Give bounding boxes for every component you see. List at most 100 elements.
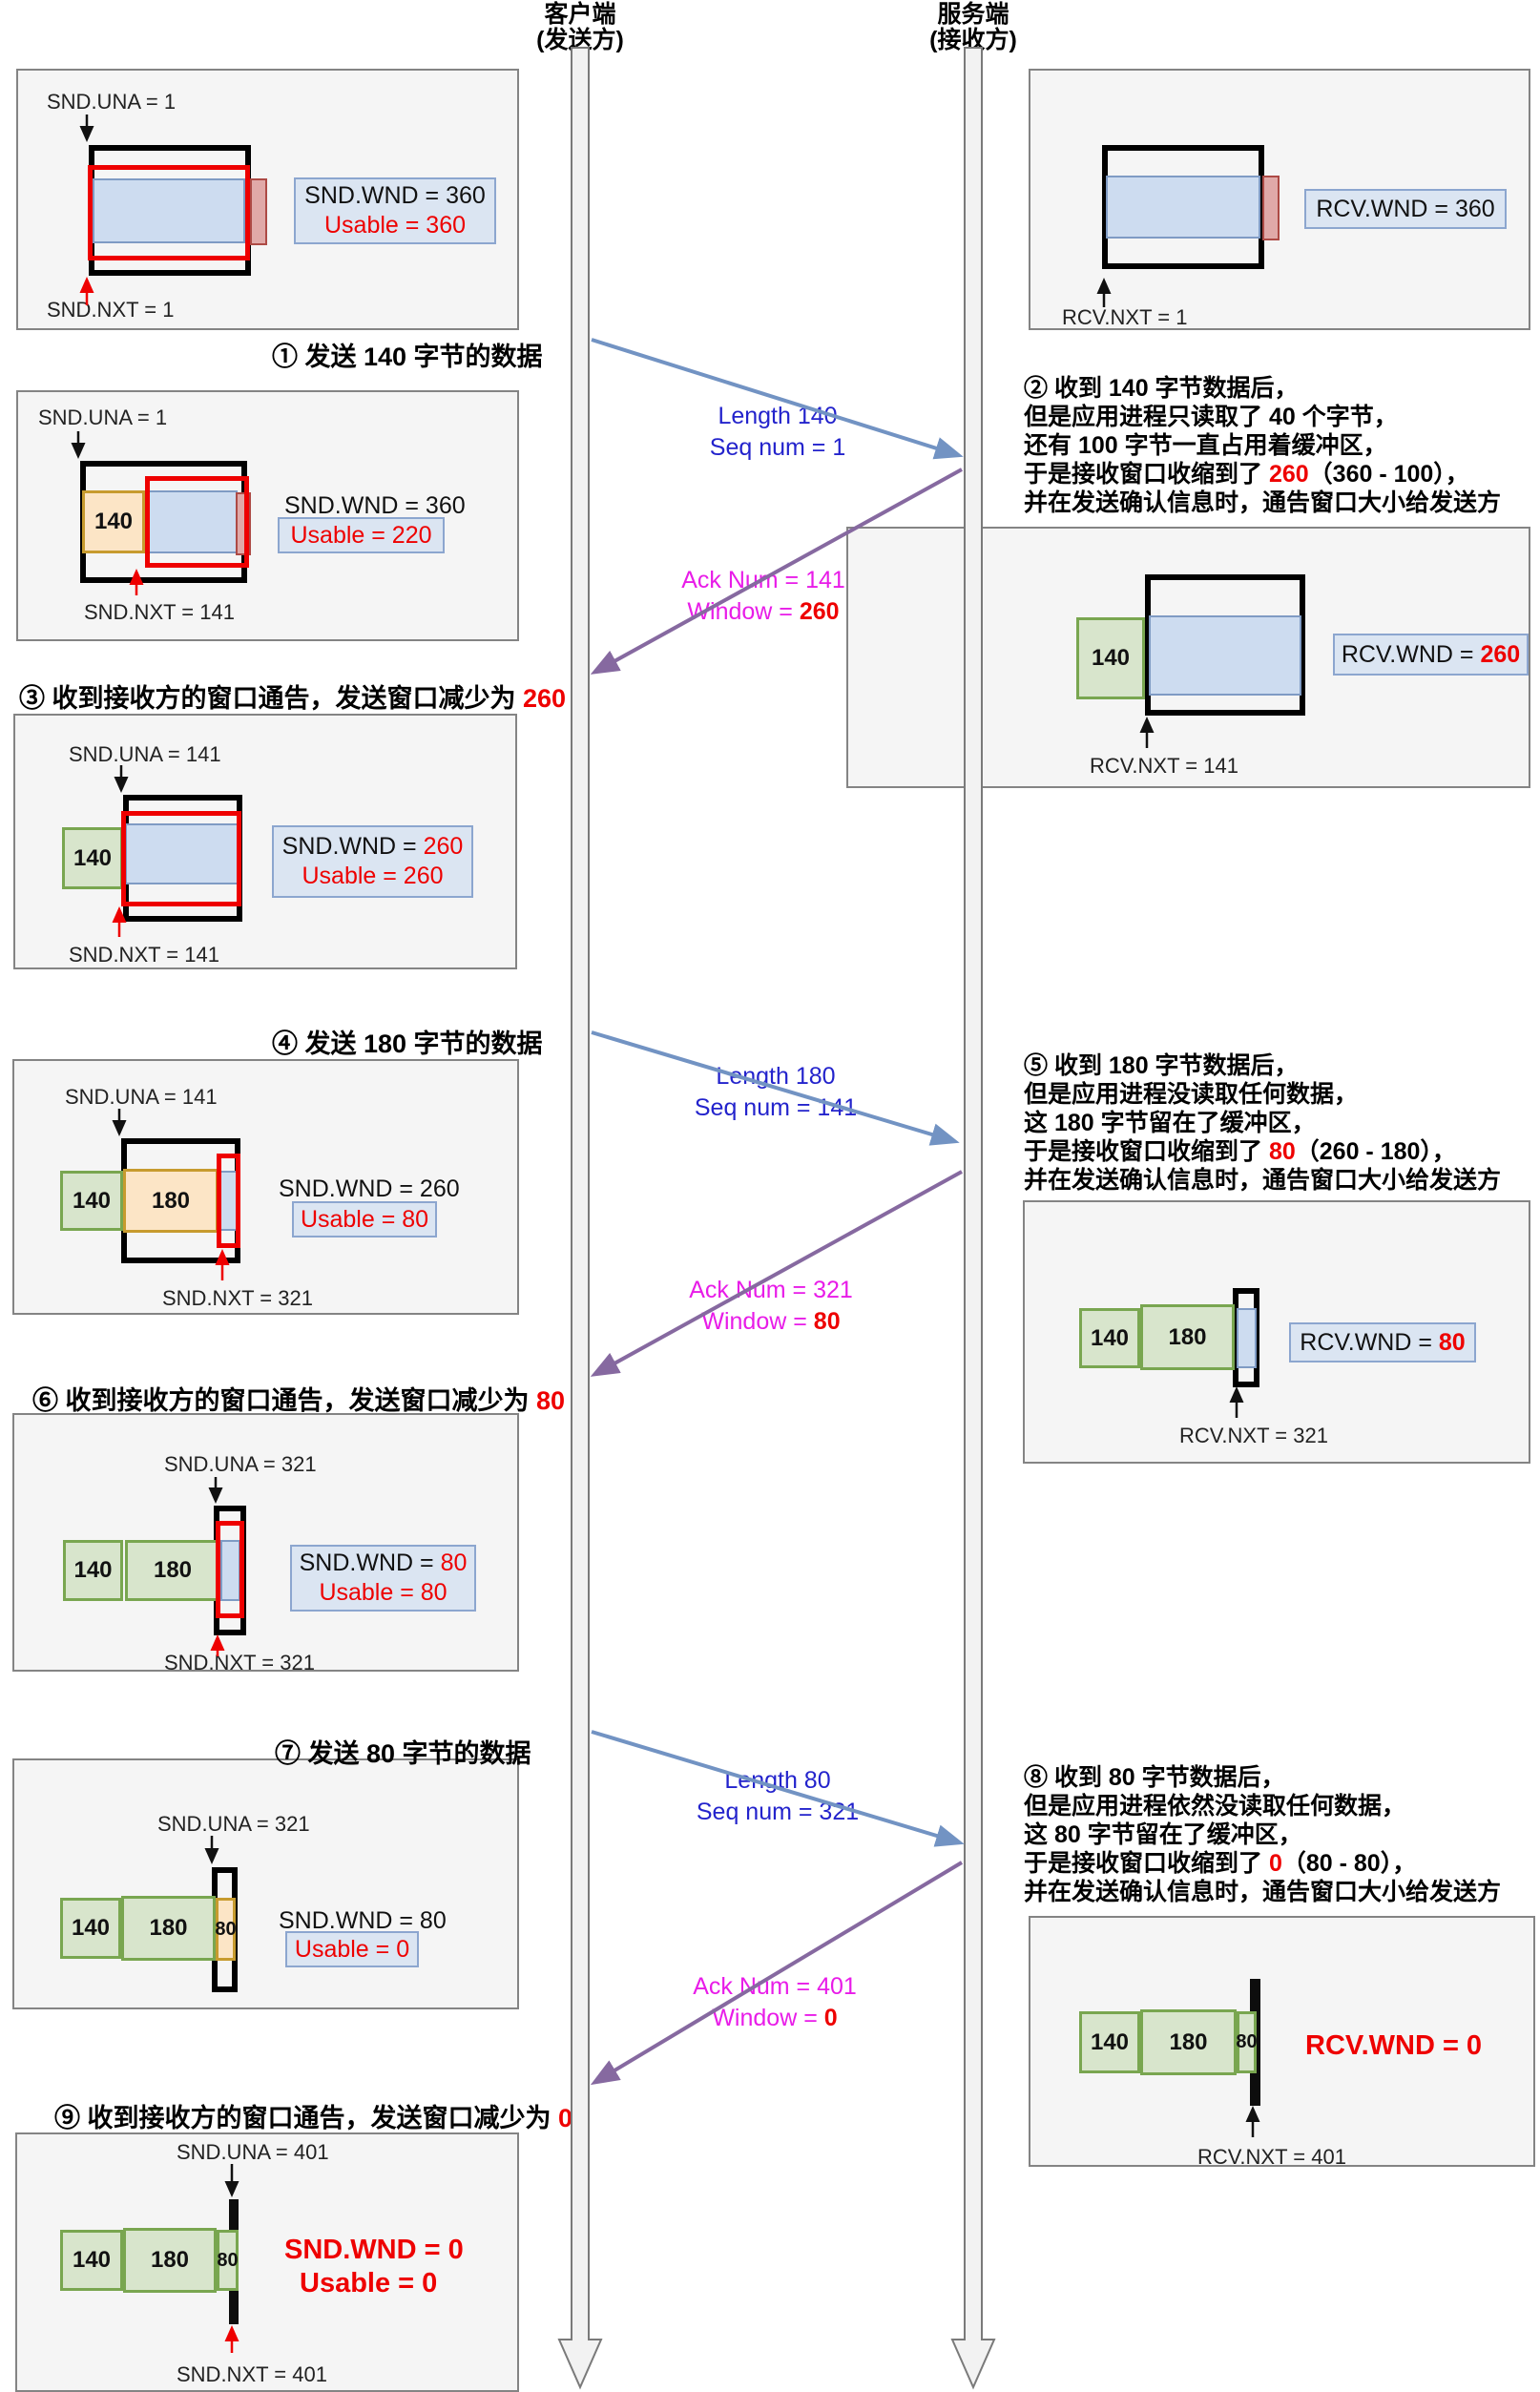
ack2-num: Ack Num = 321 — [689, 1277, 853, 1303]
ack2-window: Window = 80 — [689, 1306, 853, 1338]
usable-window-red — [217, 1154, 240, 1248]
snd-una-label: SND.UNA = 321 — [164, 1452, 317, 1476]
step1-title: ① 发送 140 字节的数据 — [272, 343, 543, 371]
client-state-box-2: SND.UNA = 1 140 SND.WND = 360 Usable = 2… — [16, 390, 519, 641]
step2-line4-value: 260 — [1268, 461, 1309, 488]
usable-label-box: Usable = 80 — [292, 1201, 437, 1238]
block-value: 180 — [1169, 2028, 1208, 2055]
buffer-block — [125, 823, 240, 884]
step5-line5: 并在发送确认信息时，通告窗口大小给发送方 — [1024, 1167, 1502, 1194]
wnd-label-box: RCV.WND = 80 — [1289, 1322, 1476, 1362]
wnd-label-box: RCV.WND = 260 — [1333, 634, 1529, 676]
step2-note: ② 收到 140 字节数据后， 但是应用进程只读取了 40 个字节， 还有 10… — [1024, 374, 1501, 517]
sent-block-180: 180 — [123, 1169, 219, 1233]
block-value: 140 — [71, 1915, 111, 1941]
client-state-box-5: SND.UNA = 321 140 180 SND.WND = 80 Usabl… — [12, 1413, 519, 1674]
msg2-seq: Seq num = 141 — [694, 1094, 858, 1121]
recv-block-140: 140 — [1079, 2011, 1140, 2073]
block-value: 140 — [1090, 2028, 1130, 2055]
rcv-wnd-value: RCV.WND = 80 — [1300, 1328, 1465, 1358]
server-state-box-3: 140 180 RCV.WND = 80 RCV.NXT = 321 — [1023, 1200, 1530, 1464]
step8-line4-rest: （80 - 80）， — [1281, 1850, 1417, 1877]
rcv-wnd-value: RCV.WND = 360 — [1316, 195, 1495, 222]
client-header: 客户端 (发送方) — [536, 2, 624, 53]
rcv-nxt-label: RCV.NXT = 321 — [1179, 1424, 1328, 1447]
snd-nxt-label: SND.NXT = 321 — [162, 1286, 313, 1310]
block-value: 140 — [73, 1557, 113, 1583]
step4-title: ④ 发送 180 字节的数据 — [272, 1030, 543, 1058]
usable-value: Usable = 220 — [290, 521, 432, 549]
step5-line3: 这 180 字节留在了缓冲区， — [1024, 1110, 1316, 1136]
block-value: 140 — [72, 1187, 112, 1214]
step2-line3: 还有 100 字节一直占用着缓冲区， — [1024, 432, 1387, 459]
snd-una-label: SND.UNA = 321 — [157, 1812, 310, 1836]
rcv-nxt-label: RCV.NXT = 141 — [1090, 754, 1238, 778]
server-header-title: 服务端 — [937, 1, 1009, 28]
ack2-window-value: 80 — [813, 1308, 841, 1335]
step8-line4: 于是接收窗口收缩到了 0（80 - 80）， — [1024, 1849, 1501, 1878]
acked-block-140: 140 — [60, 2230, 123, 2291]
ack3-label: Ack Num = 401 Window = 0 — [693, 1971, 857, 2034]
step9-title: ⑨ 收到接收方的窗口通告，发送窗口减少为 0 — [54, 2097, 572, 2134]
block-value: 140 — [1091, 645, 1131, 671]
buffer-block — [93, 178, 245, 243]
step3-text: ③ 收到接收方的窗口通告，发送窗口减少为 — [19, 684, 524, 713]
step8-line4-text: 于是接收窗口收缩到了 — [1024, 1850, 1269, 1877]
client-header-title: 客户端 — [544, 1, 616, 28]
recv-block-140: 140 — [1076, 617, 1145, 699]
client-state-box-4: SND.UNA = 141 140 180 SND.WND = 260 Usab… — [12, 1059, 519, 1315]
snd-nxt-label: SND.NXT = 141 — [69, 943, 219, 967]
usable-value: Usable = 360 — [323, 212, 467, 239]
ack2-window-prefix: Window = — [701, 1308, 814, 1335]
msg1-length: Length 140 — [718, 403, 838, 429]
usable-window-red — [121, 811, 241, 906]
usable-value: Usable = 80 — [300, 1205, 429, 1233]
edge-block — [1262, 176, 1280, 240]
snd-wnd-value: SND.WND = 260 — [279, 1175, 460, 1202]
ack3-window: Window = 0 — [693, 2003, 857, 2034]
acked-block-180: 180 — [123, 2228, 217, 2293]
rcv-wnd-number: 80 — [1438, 1328, 1466, 1356]
step5-line4-rest: （260 - 180）， — [1295, 1138, 1456, 1165]
msg1-label: Length 140 Seq num = 1 — [710, 401, 845, 464]
msg3-label: Length 80 Seq num = 321 — [697, 1765, 859, 1828]
step8-line4-value: 0 — [1268, 1850, 1282, 1877]
ack3-num: Ack Num = 401 — [693, 1973, 857, 2000]
server-state-box-2: 140 RCV.WND = 260 RCV.NXT = 141 — [846, 527, 1530, 788]
buffer-block — [1106, 176, 1260, 239]
usable-window-red — [216, 1521, 244, 1618]
block-value: 180 — [149, 1915, 188, 1941]
buffer-block — [1149, 615, 1301, 696]
edge-block — [250, 178, 267, 245]
usable-value: Usable = 0 — [300, 2268, 438, 2298]
block-value: 140 — [72, 2247, 112, 2273]
step5-note: ⑤ 收到 180 字节数据后， 但是应用进程没读取任何数据， 这 180 字节留… — [1024, 1051, 1501, 1195]
step6-text: ⑥ 收到接收方的窗口通告，发送窗口减少为 — [32, 1386, 537, 1415]
ack3-window-value: 0 — [823, 2005, 838, 2031]
step8-line2: 但是应用进程依然没读取任何数据， — [1024, 1793, 1406, 1820]
msg3-length: Length 80 — [724, 1767, 831, 1794]
usable-value: Usable = 80 — [319, 1579, 447, 1606]
snd-wnd-value: SND.WND = 80 — [300, 1549, 468, 1578]
recv-window-black — [1102, 145, 1264, 269]
block-value: 80 — [215, 1918, 237, 1940]
usable-window-red — [145, 476, 249, 568]
block-value: 140 — [94, 509, 134, 534]
msg2-label: Length 180 Seq num = 141 — [695, 1061, 857, 1124]
rcv-wnd-prefix: RCV.WND = — [1341, 640, 1481, 668]
wnd-label-box: RCV.WND = 360 — [1304, 189, 1507, 229]
wnd-label-box: SND.WND = 80 Usable = 80 — [290, 1545, 476, 1612]
ack2-label: Ack Num = 321 Window = 80 — [689, 1275, 853, 1338]
ack1-label: Ack Num = 141 Window = 260 — [681, 565, 845, 628]
step5-line4: 于是接收窗口收缩到了 80（260 - 180）， — [1024, 1137, 1501, 1166]
usable-value: Usable = 260 — [302, 863, 444, 889]
block-value: 140 — [73, 844, 113, 871]
step5-line4-value: 80 — [1268, 1138, 1296, 1165]
rcv-wnd-value: RCV.WND = 260 — [1342, 640, 1520, 670]
step8-line1: ⑧ 收到 80 字节数据后， — [1024, 1764, 1285, 1791]
acked-block-180: 180 — [125, 1540, 220, 1601]
recv-block-180: 180 — [1140, 2009, 1237, 2075]
step2-line2: 但是应用进程只读取了 40 个字节， — [1024, 404, 1398, 430]
server-state-box-1: RCV.WND = 360 RCV.NXT = 1 — [1029, 69, 1530, 330]
